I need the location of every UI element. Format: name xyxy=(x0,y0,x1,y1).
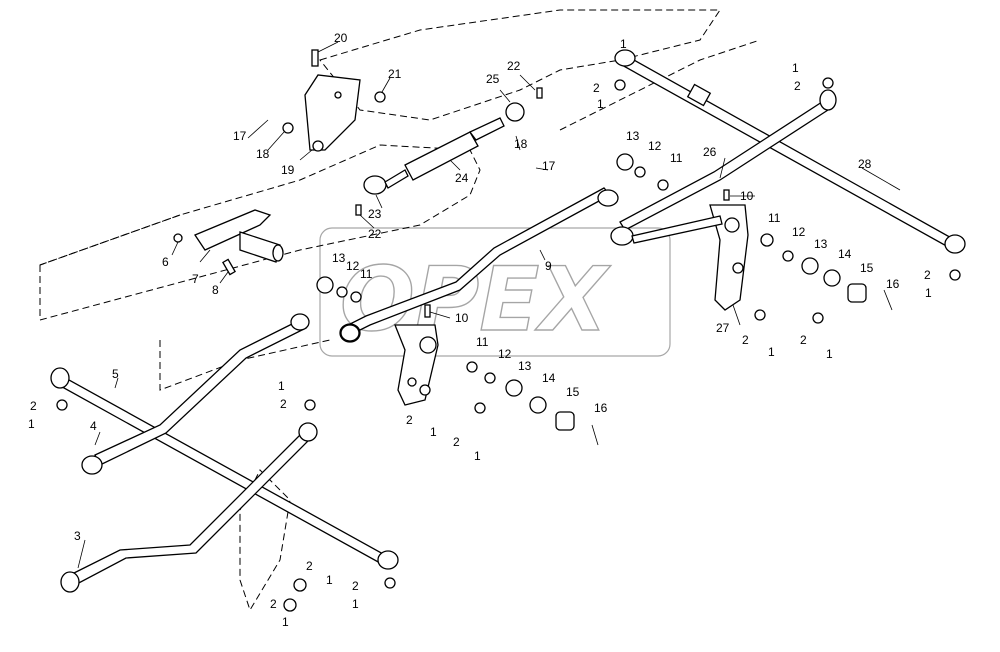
label-15a: 15 xyxy=(860,261,874,275)
label-22b: 22 xyxy=(368,227,382,241)
label-12d: 12 xyxy=(498,347,512,361)
label-26: 26 xyxy=(703,145,717,159)
rod-3 xyxy=(60,422,318,593)
label-7: 7 xyxy=(192,272,199,286)
label-2d: 2 xyxy=(742,333,749,347)
label-2l: 2 xyxy=(352,579,359,593)
label-13a: 13 xyxy=(332,251,346,265)
label-6: 6 xyxy=(162,255,169,269)
label-1d: 1 xyxy=(925,286,932,300)
label-14b: 14 xyxy=(542,371,556,385)
label-12b: 12 xyxy=(648,139,662,153)
label-16a: 16 xyxy=(886,277,900,291)
leader-lines xyxy=(77,41,901,569)
label-2a: 2 xyxy=(593,81,600,95)
label-1g: 1 xyxy=(430,425,437,439)
label-1l: 1 xyxy=(282,615,289,629)
rod-26 xyxy=(619,89,837,231)
label-2e: 2 xyxy=(800,333,807,347)
label-1h: 1 xyxy=(474,449,481,463)
label-5: 5 xyxy=(112,367,119,381)
label-13d: 13 xyxy=(518,359,532,373)
small-parts xyxy=(56,49,961,612)
bracket-7 xyxy=(194,209,284,263)
label-1j: 1 xyxy=(278,379,285,393)
label-11a: 11 xyxy=(360,267,373,281)
label-2j: 2 xyxy=(306,559,313,573)
label-3: 3 xyxy=(74,529,81,543)
label-23: 23 xyxy=(368,207,382,221)
label-24: 24 xyxy=(455,171,469,185)
label-28: 28 xyxy=(858,157,872,171)
label-1k: 1 xyxy=(326,573,333,587)
rod-5 xyxy=(50,367,399,570)
label-2b: 2 xyxy=(794,79,801,93)
label-1c: 1 xyxy=(792,61,799,75)
rod-4 xyxy=(81,313,310,475)
label-2i: 2 xyxy=(280,397,287,411)
label-18b: 18 xyxy=(514,137,528,151)
label-2h: 2 xyxy=(30,399,37,413)
label-14a: 14 xyxy=(838,247,852,261)
frame-outline xyxy=(39,9,761,612)
label-16b: 16 xyxy=(594,401,608,415)
label-17b: 17 xyxy=(542,159,556,173)
label-11c: 11 xyxy=(768,211,781,225)
label-1f: 1 xyxy=(826,347,833,361)
label-21: 21 xyxy=(388,67,402,81)
label-1i: 1 xyxy=(28,417,35,431)
rod-28 xyxy=(614,49,966,254)
label-18: 18 xyxy=(256,147,270,161)
part-labels: 20 21 17 18 19 25 22 18 17 24 23 22 6 7 … xyxy=(28,31,932,629)
label-10b: 10 xyxy=(740,189,754,203)
label-9: 9 xyxy=(545,259,552,273)
label-13b: 13 xyxy=(626,129,640,143)
label-1b: 1 xyxy=(597,97,604,111)
label-2f: 2 xyxy=(406,413,413,427)
bracket-19 xyxy=(304,74,361,152)
label-8: 8 xyxy=(212,283,219,297)
label-1a: 1 xyxy=(620,37,627,51)
label-12c: 12 xyxy=(792,225,806,239)
label-19: 19 xyxy=(281,163,295,177)
rod-27-link xyxy=(610,204,749,311)
label-17: 17 xyxy=(233,129,247,143)
label-13c: 13 xyxy=(814,237,828,251)
label-12a: 12 xyxy=(346,259,360,273)
cylinder-24 xyxy=(363,102,525,195)
label-20: 20 xyxy=(334,31,348,45)
label-15b: 15 xyxy=(566,385,580,399)
label-2k: 2 xyxy=(270,597,277,611)
label-11b: 11 xyxy=(670,151,683,165)
label-1m: 1 xyxy=(352,597,359,611)
label-2g: 2 xyxy=(453,435,460,449)
label-27: 27 xyxy=(716,321,730,335)
label-10a: 10 xyxy=(455,311,469,325)
label-2c: 2 xyxy=(924,268,931,282)
label-4: 4 xyxy=(90,419,97,433)
label-1e: 1 xyxy=(768,345,775,359)
label-25: 25 xyxy=(486,72,500,86)
label-11d: 11 xyxy=(476,335,489,349)
label-22: 22 xyxy=(507,59,521,73)
